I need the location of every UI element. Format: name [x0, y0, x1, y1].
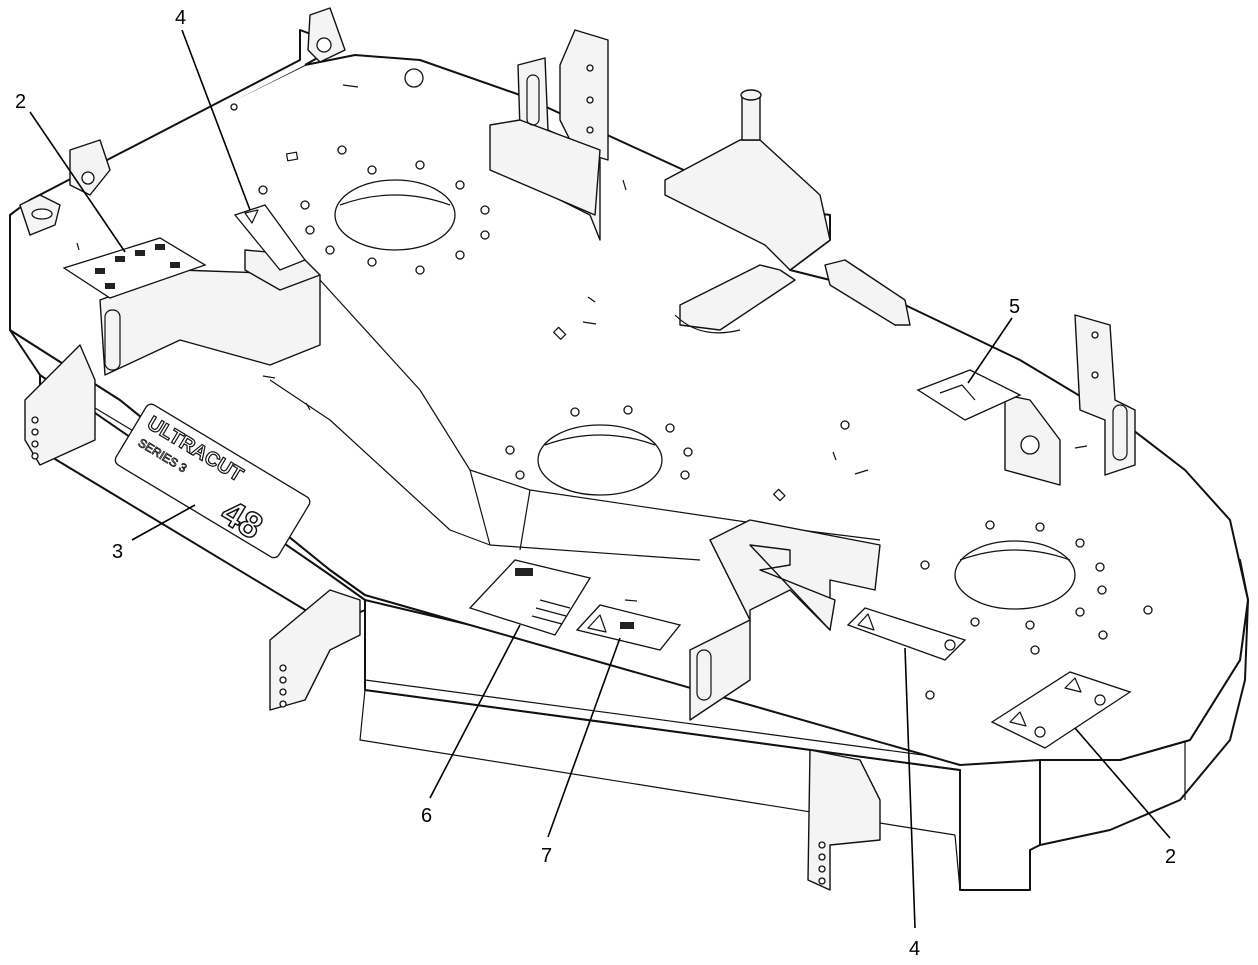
callout-5: 5	[1009, 296, 1020, 318]
right-brackets	[824, 259, 1136, 486]
bolt-holes	[258, 68, 1153, 700]
callout-7: 7	[541, 845, 552, 867]
decal-4-front	[846, 607, 967, 661]
spindle-opening-right	[954, 540, 1076, 610]
spindle-opening-center	[537, 424, 663, 496]
decal-2-front-right	[990, 671, 1132, 749]
callout-4-rear: 4	[175, 7, 186, 29]
callout-3: 3	[112, 541, 123, 563]
decal-2-rear-left	[62, 237, 207, 299]
left-brackets	[24, 249, 881, 891]
deck-top-plate	[9, 54, 1249, 766]
decal-6	[468, 559, 592, 636]
callout-2-rear-left: 2	[15, 91, 26, 113]
decal-5	[916, 369, 1022, 421]
slots	[76, 84, 1088, 602]
rear-rail	[9, 7, 346, 236]
decal-4-rear	[233, 204, 307, 271]
decal-7	[575, 604, 682, 651]
callout-4-front: 4	[909, 938, 920, 960]
callout-labels: 2 4 3 5 6 7 4 2	[15, 7, 1176, 960]
callout-2-front-right: 2	[1165, 846, 1176, 868]
callout-leaders	[29, 29, 1171, 929]
center-brackets	[489, 29, 831, 334]
spindle-opening-left	[334, 179, 456, 251]
callout-6: 6	[421, 805, 432, 827]
